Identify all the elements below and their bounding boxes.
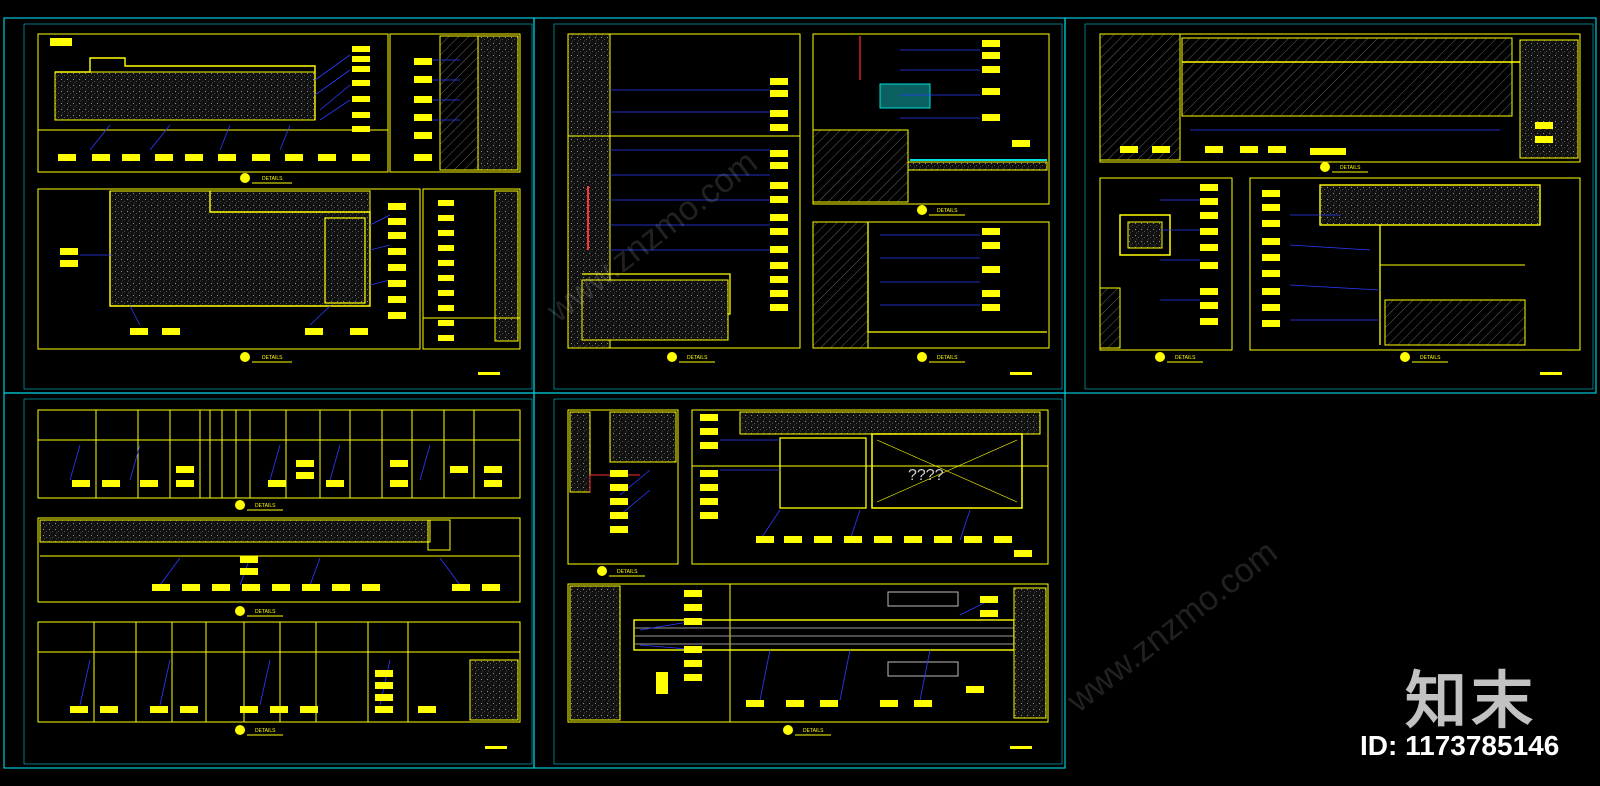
sheet-2-detail-titles: DETAILS DETAILS DETAILS — [667, 205, 965, 363]
sheet-borders — [3, 17, 1597, 769]
sheet-3-leaders — [1160, 129, 1500, 321]
sheet-4-detail-title: DETAILS — [255, 609, 276, 615]
sheet-1-tags — [50, 38, 500, 375]
sheet-5-leaders — [619, 439, 991, 701]
sheet-3-detail-title: DETAILS — [1340, 165, 1361, 171]
sheet-3-detail-title: DETAILS — [1420, 355, 1441, 361]
sheet-5-tags — [610, 414, 1032, 749]
sheet-4-tags — [70, 460, 507, 749]
sheet-2-leaders — [610, 49, 980, 306]
sheet-4-detail-title: DETAILS — [255, 503, 276, 509]
sheet-4-detail-titles: DETAILS DETAILS DETAILS — [235, 500, 283, 736]
sheet-5-detail-title: DETAILS — [617, 569, 638, 575]
sheet-4 — [37, 409, 521, 723]
sheet-2-tags — [770, 40, 1032, 375]
sheet-2-detail-title: DETAILS — [937, 208, 958, 214]
sheet-5-border — [533, 392, 1066, 769]
sheet-4-leaders — [69, 444, 461, 706]
sheet-2-detail-title: DETAILS — [937, 355, 958, 361]
sheet-3 — [1099, 33, 1581, 351]
sheet-3-detail-titles: DETAILS DETAILS DETAILS — [1155, 162, 1448, 363]
sheet-5 — [567, 409, 1049, 723]
sheet-1-detail-title: DETAILS — [262, 176, 283, 182]
watermark-brand: 知末 — [1405, 664, 1538, 737]
sheet-3-detail-title: DETAILS — [1175, 355, 1196, 361]
watermark-id: ID: 1173785146 — [1360, 730, 1560, 761]
sheet-1 — [37, 33, 521, 350]
sheet-3-border — [1064, 17, 1597, 394]
sheet-1-detail-title: DETAILS — [262, 355, 283, 361]
sheet-5-detail-titles: DETAILS DETAILS — [597, 566, 831, 736]
sheet-2-detail-title: DETAILS — [687, 355, 708, 361]
annotation-question-marks: ???? — [908, 467, 944, 484]
sheet-5-detail-title: DETAILS — [803, 728, 824, 734]
sheet-1-detail-titles: DETAILS DETAILS — [240, 173, 292, 363]
sheet-4-detail-title: DETAILS — [255, 728, 276, 734]
sheet-3-tags — [1120, 122, 1562, 375]
sheet-2 — [567, 33, 1050, 349]
